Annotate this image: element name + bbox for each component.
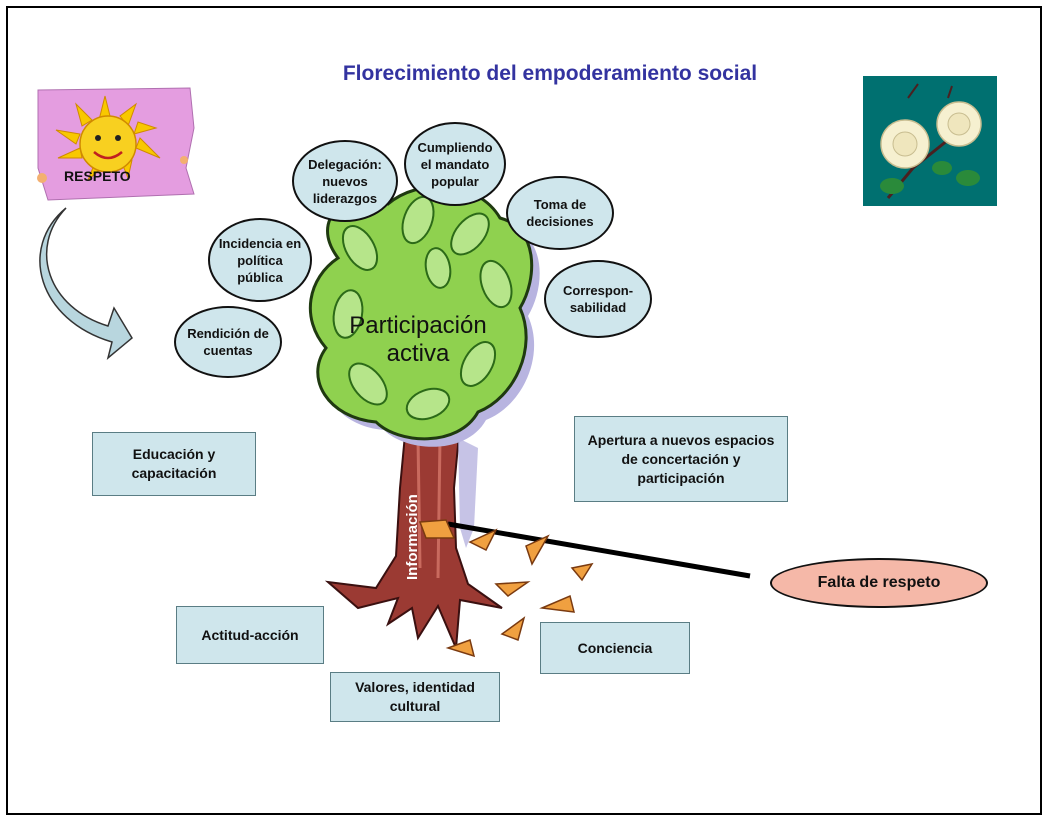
roses-image (863, 76, 997, 206)
box-apertura: Apertura a nuevos espacios de concertaci… (574, 416, 788, 502)
curved-arrow (40, 208, 132, 358)
box-educacion: Educación y capacitación (92, 432, 256, 496)
ellipse-toma: Toma de decisiones (506, 176, 614, 250)
ellipse-delegacion: Delegación: nuevos liderazgos (292, 140, 398, 222)
trunk-label: Información (404, 494, 421, 580)
box-valores: Valores, identidad cultural (330, 672, 500, 722)
respeto-label: RESPETO (64, 168, 131, 184)
box-actitud: Actitud-acción (176, 606, 324, 664)
ellipse-corresponsabilidad: Correspon- sabilidad (544, 260, 652, 338)
diagram-graphics (8, 8, 1042, 815)
box-conciencia: Conciencia (540, 622, 690, 674)
crown-label: Participación activa (348, 312, 488, 368)
ellipse-cumpliendo: Cumpliendo el mandato popular (404, 122, 506, 206)
ellipse-incidencia: Incidencia en política pública (208, 218, 312, 302)
slide-frame: Florecimiento del empoderamiento social (6, 6, 1042, 815)
ellipse-rendicion: Rendición de cuentas (174, 306, 282, 378)
falta-de-respeto-ellipse: Falta de respeto (770, 558, 988, 608)
